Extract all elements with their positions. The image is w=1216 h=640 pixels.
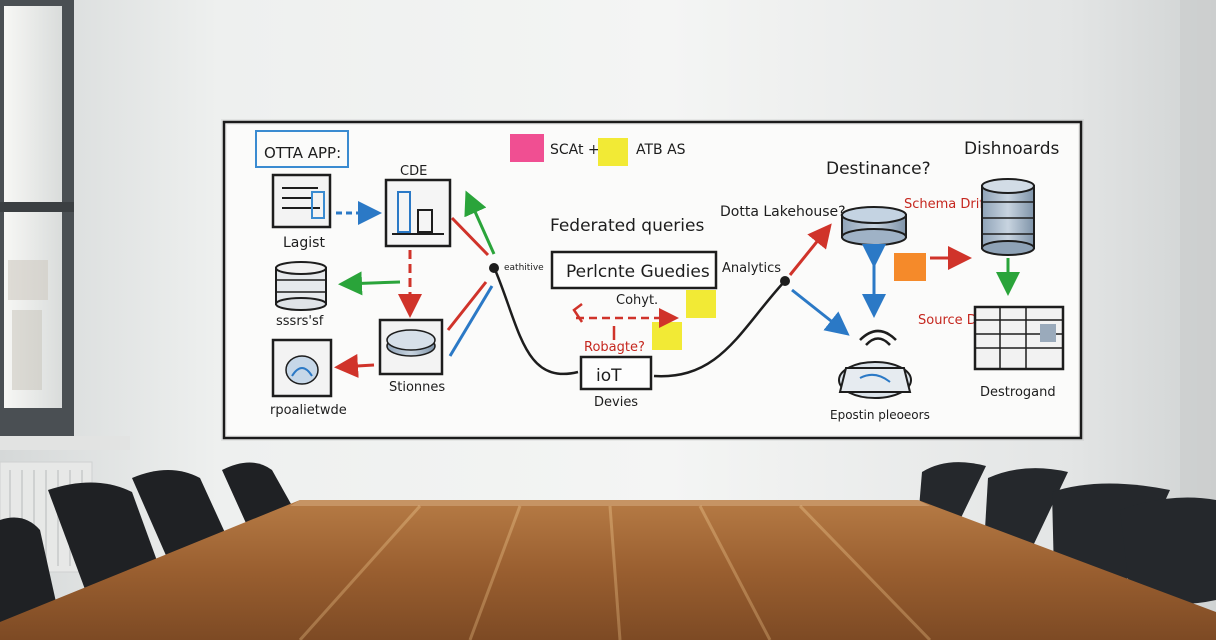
sticky-note-pink bbox=[510, 134, 544, 162]
arrow-to-monitor bbox=[334, 353, 375, 378]
sticky-note-orange bbox=[894, 253, 926, 281]
dashboard-grid-icon bbox=[973, 305, 1065, 371]
code-chart-icon bbox=[384, 178, 452, 248]
window bbox=[0, 0, 130, 450]
sticky-note-yellow-low bbox=[652, 322, 682, 350]
arrow-green-upper bbox=[464, 190, 496, 255]
database-icon-left bbox=[275, 261, 327, 311]
logs-label: Lagist bbox=[283, 235, 325, 251]
federated-side-label: Analytics bbox=[722, 261, 781, 276]
logs-icon bbox=[271, 173, 332, 229]
monitor-icon bbox=[271, 338, 333, 398]
top-note-1: SCAt + bbox=[550, 142, 600, 158]
dashboards-title: Dishnoards bbox=[964, 139, 1060, 159]
wire-iot-to-right bbox=[653, 281, 785, 378]
storage-disk-icon bbox=[378, 318, 444, 376]
cohort-label: Cohyt. bbox=[616, 293, 658, 308]
sticky-note-yellow-mid bbox=[686, 290, 716, 318]
lakehouse-title: Dotta Lakehouse? bbox=[720, 204, 846, 220]
dashboard-label: Destrogand bbox=[980, 385, 1056, 400]
federated-title: Federated queries bbox=[550, 216, 704, 236]
iot-label: Devies bbox=[594, 395, 638, 410]
arrow-red-lower bbox=[446, 281, 488, 331]
code-label: CDE bbox=[400, 164, 427, 179]
dashboard-database-icon bbox=[981, 178, 1035, 256]
iot-box-label: ioT bbox=[596, 366, 622, 386]
app-box-label: OTTA APP: bbox=[264, 144, 341, 162]
destination-title: Destinance? bbox=[826, 159, 931, 179]
iot-box bbox=[579, 355, 653, 391]
schema-drift-label: Schema Drift. bbox=[904, 197, 993, 212]
federated-box bbox=[550, 250, 718, 290]
storage-label: Stionnes bbox=[389, 380, 445, 395]
destination-database-icon bbox=[841, 206, 907, 246]
wall-corner bbox=[1180, 0, 1216, 500]
conference-table bbox=[0, 500, 1216, 640]
monitor-label: rpoalietwde bbox=[270, 403, 347, 418]
top-note-2: ATB AS bbox=[636, 142, 686, 158]
app-box bbox=[255, 130, 349, 168]
store-label: sssrs'sf bbox=[276, 314, 324, 329]
junction-node-right bbox=[780, 276, 790, 286]
node-label: eathitive bbox=[504, 263, 544, 273]
arrow-red-upper bbox=[450, 216, 490, 257]
ingest-icon bbox=[838, 329, 912, 399]
wire-left-to-iot bbox=[494, 271, 579, 376]
ingest-label: Epostin pleoeors bbox=[830, 408, 930, 422]
robust-label: Robagte? bbox=[584, 340, 645, 355]
junction-node-left bbox=[489, 263, 499, 273]
arrow-to-ingest bbox=[791, 288, 850, 336]
arrow-to-destination bbox=[788, 223, 832, 276]
arrow-to-database bbox=[338, 271, 401, 296]
sticky-note-yellow-top bbox=[598, 138, 628, 166]
arrow-blue-lower bbox=[448, 285, 494, 357]
federated-box-label: Perlcnte Guedies bbox=[566, 262, 710, 282]
